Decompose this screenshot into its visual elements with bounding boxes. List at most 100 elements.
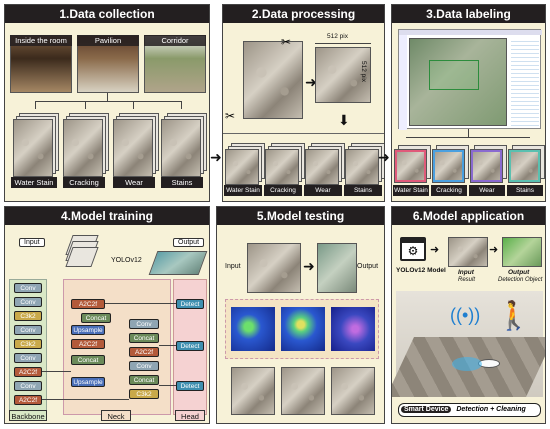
labeling-tool-window xyxy=(398,29,542,130)
input-label: Input xyxy=(225,263,241,270)
backbone-block: Conv xyxy=(14,283,42,293)
class-label: Wear xyxy=(113,177,155,188)
scissors-icon: ✂ xyxy=(281,35,292,49)
arrow-right-icon: ➜ xyxy=(210,149,222,165)
heatmap xyxy=(331,307,375,351)
smart-device-label: Smart Device Detection + Cleaning xyxy=(398,403,541,417)
panel-data-collection: 1.Data collection Inside the room Pavili… xyxy=(4,4,210,202)
panel-model-training: 4.Model training Input Output YOLOv12 Co… xyxy=(4,206,210,424)
input-result-image xyxy=(448,237,488,267)
neck-block: Conv xyxy=(129,361,159,371)
input-label: Input xyxy=(19,238,45,247)
panel-model-testing: 5.Model testing Input Output ➜ xyxy=(216,206,385,424)
photo-label: Corridor xyxy=(144,35,206,46)
raw-image xyxy=(243,41,303,119)
backbone-block: A2C2f xyxy=(14,367,42,377)
output-image xyxy=(148,251,208,275)
neck-block: Concat xyxy=(129,375,159,385)
heatmap xyxy=(231,307,275,351)
panel-title: 1.Data collection xyxy=(5,5,209,23)
scissors-icon: ✂ xyxy=(225,109,236,123)
backbone-block: Conv xyxy=(14,325,42,335)
output-label: Output xyxy=(173,238,205,247)
class-label: Cracking xyxy=(63,177,105,188)
neck-block: Upsample xyxy=(71,325,105,335)
backbone-block: C3k2 xyxy=(14,311,42,321)
detect-block: Detect xyxy=(176,299,204,309)
class-label: Cracking xyxy=(431,185,467,196)
device-name: Smart Device xyxy=(401,406,452,413)
heatmap xyxy=(281,307,325,351)
dim-horizontal: 512 pix xyxy=(327,33,348,40)
class-label: Stains xyxy=(507,185,543,196)
backbone-block: A2C2f xyxy=(14,395,42,405)
result-image xyxy=(331,367,375,415)
model-label: YOLOv12 xyxy=(111,257,142,264)
stack-wear xyxy=(113,113,159,191)
stack-water-stain xyxy=(13,113,59,191)
class-label: Water Stain xyxy=(11,177,57,188)
class-label: Wear xyxy=(469,185,505,196)
input-label: Input xyxy=(458,269,474,276)
head-label: Head xyxy=(175,410,205,421)
neck-label: Neck xyxy=(101,410,131,421)
neck-block: A2C2f xyxy=(129,347,159,357)
backbone-block: Conv xyxy=(14,353,42,363)
backbone-block: Conv xyxy=(14,381,42,391)
photo-label: Pavilion xyxy=(77,35,139,46)
stack-stains xyxy=(161,113,207,191)
neck-block: A2C2f xyxy=(71,299,105,309)
panel-data-processing: 2.Data processing ✂ ✂ ➜ 512 pix 512 pix … xyxy=(222,4,385,202)
class-label: Water Stain xyxy=(393,185,429,196)
panel-title: 5.Model testing xyxy=(217,207,384,225)
class-label: Wear xyxy=(304,185,342,196)
panel-title: 2.Data processing xyxy=(223,5,384,23)
neck-block: Concat xyxy=(71,355,105,365)
model-label: YOLOv12 Model xyxy=(396,267,446,274)
backbone-block: C3k2 xyxy=(14,339,42,349)
neck-block: C3k2 xyxy=(129,389,159,399)
detection-glow xyxy=(452,357,482,371)
arrow-right-icon: ➜ xyxy=(430,244,440,256)
neck-block: Concat xyxy=(81,313,111,323)
panel-title: 4.Model training xyxy=(5,207,209,225)
test-output-image xyxy=(317,243,357,293)
output-label: Output xyxy=(357,263,379,270)
person-icon: 🚶 xyxy=(496,300,531,331)
arrow-right-icon: ➜ xyxy=(303,258,315,274)
neck-block: Upsample xyxy=(71,377,105,387)
detect-block: Detect xyxy=(176,341,204,351)
device-sub: Detection + Cleaning xyxy=(456,406,526,413)
class-label: Water Stain xyxy=(224,185,262,196)
result-image xyxy=(231,367,275,415)
backbone-label: Backbone xyxy=(9,410,47,421)
photo-label: Inside the room xyxy=(10,35,72,46)
backbone-block: Conv xyxy=(14,297,42,307)
result-image xyxy=(281,367,325,415)
arrow-down-icon: ⬇ xyxy=(338,112,350,128)
panel-model-application: 6.Model application ⚙ YOLOv12 Model ➜ ➜ … xyxy=(391,206,546,424)
panel-title: 6.Model application xyxy=(392,207,545,225)
output-detection-image xyxy=(502,237,542,267)
test-input-image xyxy=(247,243,301,293)
wifi-signal-icon: ((•)) xyxy=(450,305,481,325)
neck-block: Concat xyxy=(129,333,159,343)
output-label: Output xyxy=(508,269,530,276)
model-window-icon: ⚙ xyxy=(400,237,426,261)
input-sub-label: Result xyxy=(458,277,476,283)
class-label: Stains xyxy=(161,177,203,188)
panel-title: 3.Data labeling xyxy=(392,5,545,23)
class-label: Stains xyxy=(344,185,382,196)
arrow-right-icon: ➜ xyxy=(489,244,499,256)
class-label: Cracking xyxy=(264,185,302,196)
input-image-stack xyxy=(61,235,101,275)
dim-vertical: 512 pix xyxy=(360,61,367,82)
arrow-right-icon: ➜ xyxy=(378,149,390,165)
panel-data-labeling: 3.Data labeling Water Stain Cracking Wea… xyxy=(391,4,546,202)
stack-cracking xyxy=(63,113,109,191)
arrow-right-icon: ➜ xyxy=(305,74,317,90)
cropped-tile xyxy=(315,47,371,103)
neck-block: Conv xyxy=(129,319,159,329)
neck-block: A2C2f xyxy=(71,339,105,349)
output-sub-label: Detection Object xyxy=(498,277,543,283)
